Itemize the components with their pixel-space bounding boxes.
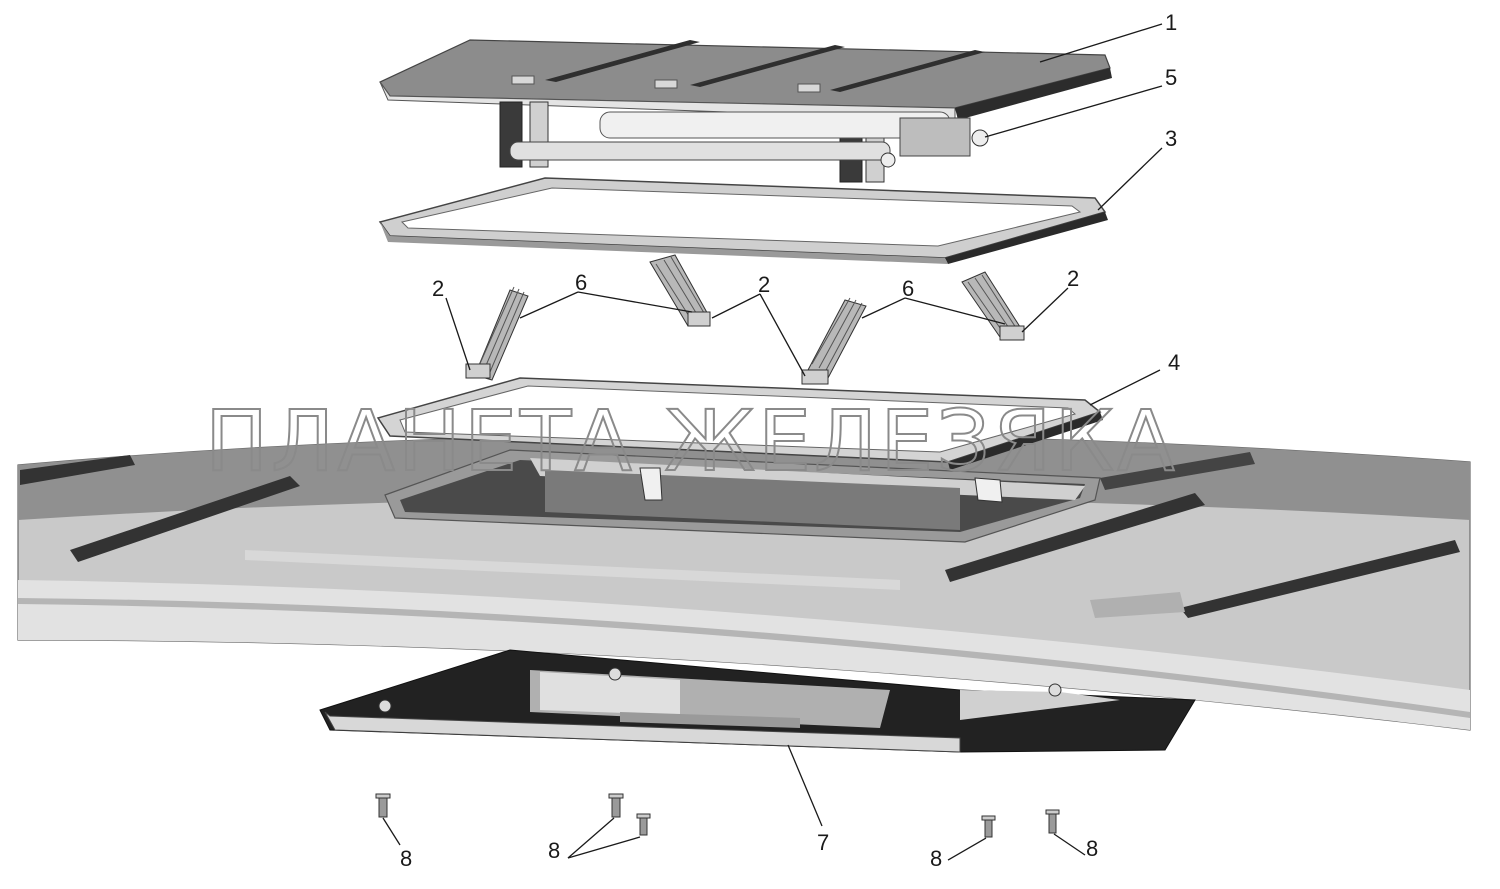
spring-right bbox=[961, 271, 1025, 341]
callout-6-left-spring: 6 bbox=[575, 270, 587, 295]
callout-8-screw-c: 8 bbox=[930, 846, 942, 871]
spring-middle-right bbox=[801, 297, 867, 385]
screw bbox=[1045, 809, 1060, 834]
callout-8-screw-b: 8 bbox=[548, 838, 560, 863]
inner-trim-frame bbox=[319, 649, 1196, 753]
leader-lines bbox=[382, 23, 1163, 861]
hatch-lid bbox=[379, 39, 1112, 121]
callout-3-upper-frame: 3 bbox=[1165, 126, 1177, 151]
callout-1-lid: 1 bbox=[1165, 10, 1177, 35]
callout-6-right-spring: 6 bbox=[902, 276, 914, 301]
callout-2-right-fitting: 2 bbox=[1067, 266, 1079, 291]
screw bbox=[375, 793, 391, 818]
spring-left bbox=[465, 286, 529, 381]
spring-middle-left bbox=[649, 254, 711, 327]
screw bbox=[981, 815, 996, 838]
callout-7-trim-frame: 7 bbox=[817, 830, 829, 855]
callout-8-screw-d: 8 bbox=[1086, 836, 1098, 861]
callout-2-middle-fitting: 2 bbox=[758, 272, 770, 297]
callout-2-left-fitting: 2 bbox=[432, 276, 444, 301]
screw bbox=[608, 793, 624, 818]
upper-seal-frame bbox=[378, 177, 1108, 264]
watermark-text: ПЛАНЕТА ЖЕЛЕЗЯКА bbox=[205, 392, 1178, 490]
callout-labels: 1 5 3 4 2 2 2 6 6 7 8 8 8 8 bbox=[400, 10, 1180, 871]
callout-5-hinge: 5 bbox=[1165, 65, 1177, 90]
callout-4-lower-frame: 4 bbox=[1168, 350, 1180, 375]
screw bbox=[636, 813, 651, 836]
callout-8-screw-a: 8 bbox=[400, 846, 412, 871]
cab-roof-panel bbox=[17, 433, 1471, 731]
lower-seal-frame bbox=[376, 377, 1103, 470]
hinge-mechanism bbox=[499, 101, 989, 183]
